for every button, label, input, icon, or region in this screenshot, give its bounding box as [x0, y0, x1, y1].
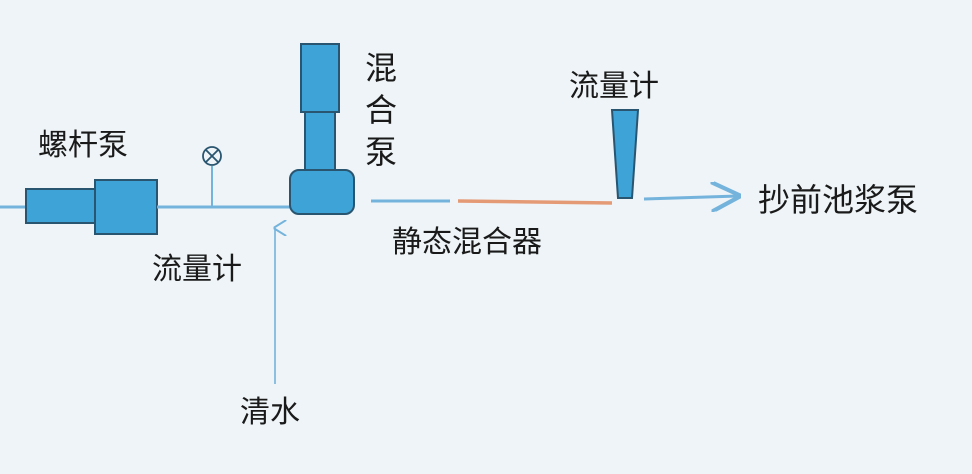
- mixing-pump-label: 混 合 泵: [365, 52, 397, 168]
- static-mixer-label: 静态混合器: [392, 225, 542, 260]
- screw-pump: [25, 179, 158, 235]
- screw-pump-body-large: [94, 179, 158, 235]
- arrow-right-icon: [643, 196, 738, 199]
- mixing-pump-shaft: [304, 111, 336, 171]
- mixing-pump-char: 泵: [365, 133, 398, 171]
- static-mixer-pipe: [457, 199, 613, 205]
- screw-pump-body-small: [25, 188, 97, 224]
- mixing-pump-motor: [300, 43, 340, 113]
- mixing-pump: [289, 43, 355, 215]
- mixing-pump-casing: [289, 169, 355, 215]
- screw-pump-label: 螺杆泵: [38, 128, 128, 163]
- mixing-pump-char: 合: [365, 91, 398, 129]
- clean-water-label: 清水: [240, 395, 300, 430]
- destination-label: 抄前池浆泵: [758, 181, 919, 219]
- circle-cross-icon: [202, 146, 222, 207]
- mixing-pump-char: 混: [365, 49, 398, 87]
- flowmeter-right-icon: [610, 109, 640, 199]
- flowmeter-left-label: 流量计: [152, 252, 242, 287]
- flowmeter-right-label: 流量计: [569, 69, 659, 104]
